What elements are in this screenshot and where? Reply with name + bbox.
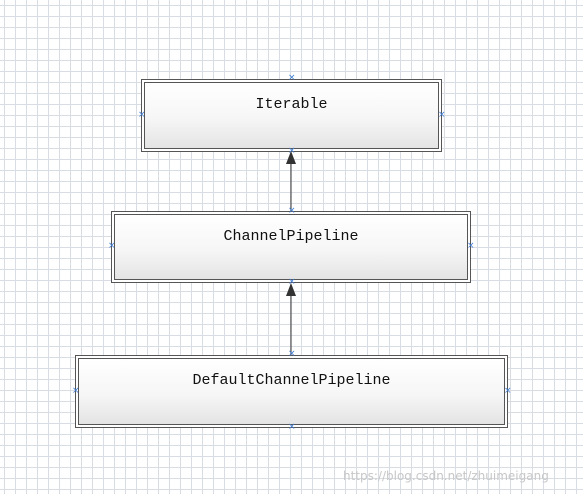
connection-handle-icon[interactable]: × [504,386,512,396]
node-defaultchannelpipeline[interactable]: DefaultChannelPipeline [75,355,508,428]
node-label: Iterable [255,96,328,113]
connection-handle-icon[interactable]: × [288,277,296,287]
node-label: DefaultChannelPipeline [192,372,391,389]
connection-handle-icon[interactable]: × [288,349,296,359]
connection-handle-icon[interactable]: × [138,110,146,120]
arrowhead-icon [286,151,296,164]
connection-handle-icon[interactable]: × [467,241,475,251]
connection-handle-icon[interactable]: × [288,206,296,216]
node-label: ChannelPipeline [223,228,359,245]
connection-handle-icon[interactable]: × [72,386,80,396]
connection-handle-icon[interactable]: × [288,422,296,432]
connection-handle-icon[interactable]: × [288,73,296,83]
connection-handle-icon[interactable]: × [288,146,296,156]
node-iterable[interactable]: Iterable [141,79,442,152]
node-channelpipeline[interactable]: ChannelPipeline [111,211,471,283]
connection-handle-icon[interactable]: × [108,241,116,251]
edge-defaultchannelpipeline-to-channelpipeline[interactable] [286,283,296,355]
connection-handle-icon[interactable]: × [438,110,446,120]
watermark: https://blog.csdn.net/zhuimeigang [343,469,549,483]
edge-channelpipeline-to-iterable[interactable] [286,151,296,211]
arrowhead-icon [286,283,296,296]
